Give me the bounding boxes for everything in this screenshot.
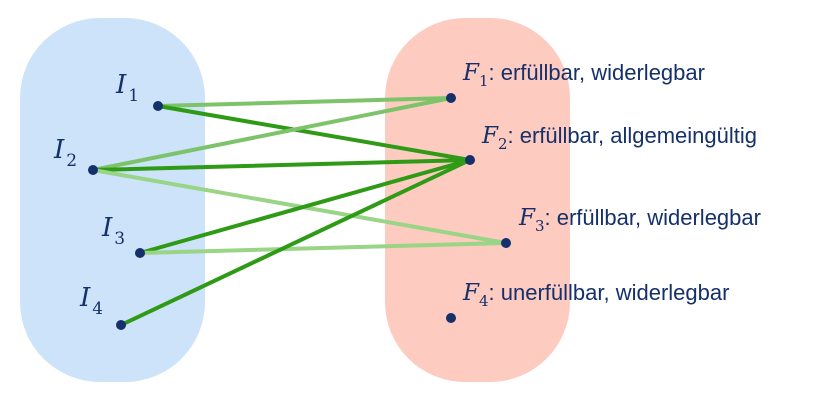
node-i1 <box>153 101 163 111</box>
edges-group <box>91 96 508 327</box>
formula-index: 2 <box>498 135 508 153</box>
formula-index: 3 <box>535 217 545 235</box>
interpretations-set <box>20 18 205 382</box>
node-i4 <box>116 320 126 330</box>
formula-index: 4 <box>479 292 489 310</box>
edge-i1-f1 <box>156 96 453 108</box>
nodes-group <box>88 93 511 330</box>
node-i3 <box>135 248 145 258</box>
formula-letter: F <box>518 205 536 231</box>
formula-label-f1: F1: erfüllbar, widerlegbar <box>462 60 705 90</box>
interpretation-index: 3 <box>114 229 125 249</box>
interpretation-index: 1 <box>128 86 139 106</box>
node-f2 <box>465 155 475 165</box>
interpretation-letter: I <box>53 135 65 165</box>
formula-letter: F <box>481 123 499 149</box>
interpretation-letter: I <box>79 283 91 313</box>
formula-description: : erfüllbar, allgemeingültig <box>508 123 757 148</box>
edge-i2-f2 <box>91 158 472 172</box>
interpretation-letter: I <box>115 70 127 100</box>
interpretation-index: 2 <box>66 151 77 171</box>
formula-letter: F <box>462 60 480 86</box>
formulas-set <box>385 18 570 382</box>
edge-i3-f2 <box>138 158 472 255</box>
formula-index: 1 <box>479 72 489 90</box>
formula-label-f2: F2: erfüllbar, allgemeingültig <box>481 123 757 153</box>
formula-letter: F <box>462 280 480 306</box>
formula-description: : unerfüllbar, widerlegbar <box>489 280 730 305</box>
formula-label-f4: F4: unerfüllbar, widerlegbar <box>462 280 729 310</box>
node-f4 <box>446 313 456 323</box>
node-f3 <box>501 238 511 248</box>
edge-i4-f2 <box>119 158 472 327</box>
node-i2 <box>88 165 98 175</box>
formula-label-f3: F3: erfüllbar, widerlegbar <box>518 205 761 235</box>
edge-i2-f1 <box>91 96 453 172</box>
formula-description: : erfüllbar, widerlegbar <box>545 205 761 230</box>
node-f1 <box>446 93 456 103</box>
edge-i1-f2 <box>156 104 472 162</box>
edge-i3-f3 <box>138 241 508 255</box>
interpretation-index: 4 <box>92 299 103 319</box>
interpretation-letter: I <box>101 213 113 243</box>
formula-description: : erfüllbar, widerlegbar <box>489 60 705 85</box>
